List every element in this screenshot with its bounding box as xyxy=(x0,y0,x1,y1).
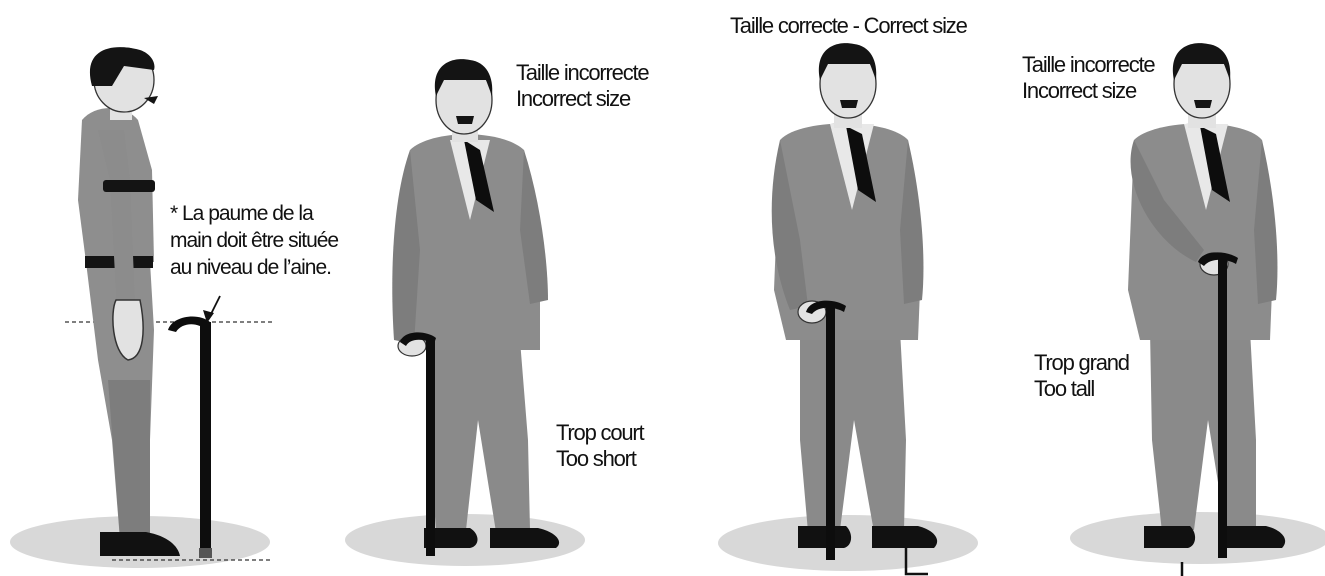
figure4-reason-label: Trop grand Too tall xyxy=(1034,350,1129,402)
figure3-status-label: Taille correcte - Correct size xyxy=(730,13,967,39)
groin-level-note: * La paume de la main doit être située a… xyxy=(170,200,338,281)
figure-side-view xyxy=(65,47,272,560)
figure-too-short xyxy=(392,59,559,556)
figure-correct-size xyxy=(772,43,937,574)
figure4-status-label: Taille incorrecte Incorrect size xyxy=(1022,52,1154,104)
note-line-3: au niveau de l’aine. xyxy=(170,254,338,281)
figure2-status-fr: Taille incorrecte xyxy=(516,60,648,86)
figure4-reason-en: Too tall xyxy=(1034,376,1129,402)
note-line-1: * La paume de la xyxy=(170,200,338,227)
floor-shadow-4 xyxy=(1070,512,1325,564)
figure2-status-en: Incorrect size xyxy=(516,86,648,112)
figure2-reason-fr: Trop court xyxy=(556,420,643,446)
note-line-2: main doit être située xyxy=(170,227,338,254)
figure2-reason-label: Trop court Too short xyxy=(556,420,643,472)
figure4-reason-fr: Trop grand xyxy=(1034,350,1129,376)
figure2-status-label: Taille incorrecte Incorrect size xyxy=(516,60,648,112)
figure4-status-fr: Taille incorrecte xyxy=(1022,52,1154,78)
figure2-reason-en: Too short xyxy=(556,446,643,472)
figure4-status-en: Incorrect size xyxy=(1022,78,1154,104)
figure-too-tall xyxy=(1128,43,1285,576)
